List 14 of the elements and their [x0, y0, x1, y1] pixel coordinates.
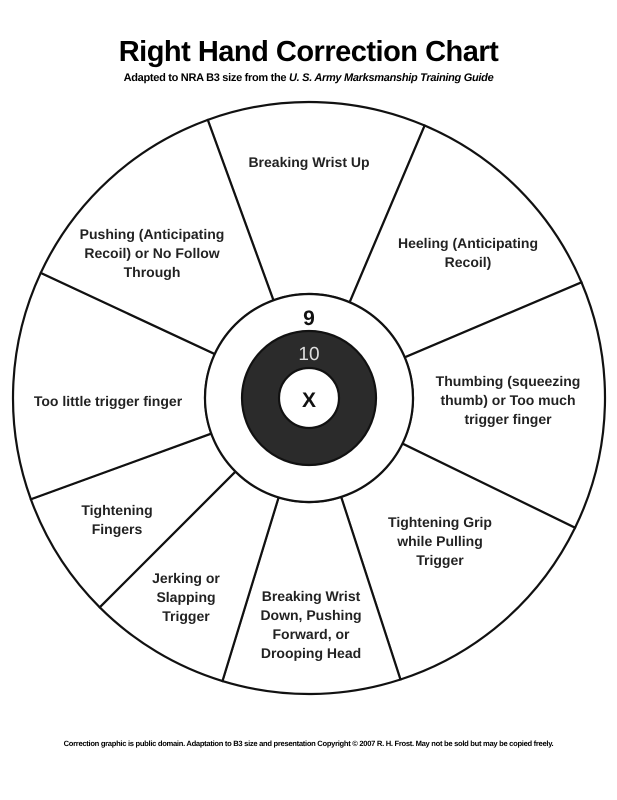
score-number: X — [302, 390, 316, 410]
error-label: Pushing (Anticipating Recoil) or No Follow Through — [78, 224, 226, 282]
error-label: Too little trigger finger — [34, 392, 182, 410]
error-label: Thumbing (squeezing thumb) or Too much trigger finger — [434, 372, 582, 428]
error-label: Tightening Grip while Pulling Trigger — [387, 512, 493, 570]
score-number: 9 — [303, 308, 315, 328]
error-label: Tightening Fingers — [80, 501, 154, 539]
error-label: Heeling (Anticipating Recoil) — [397, 234, 539, 272]
chart-title: Right Hand Correction Chart — [118, 36, 500, 69]
subtitle: Adapted to NRA B3 size from the U. S. Army Marksmanship Training Guide — [122, 72, 494, 84]
error-label: Jerking or Slapping Trigger — [151, 568, 221, 626]
error-label: Breaking Wrist Down, Pushing Forward, or Drooping Head — [259, 587, 363, 663]
score-number: 10 — [298, 344, 320, 364]
error-label: Breaking Wrist Up — [248, 152, 370, 172]
